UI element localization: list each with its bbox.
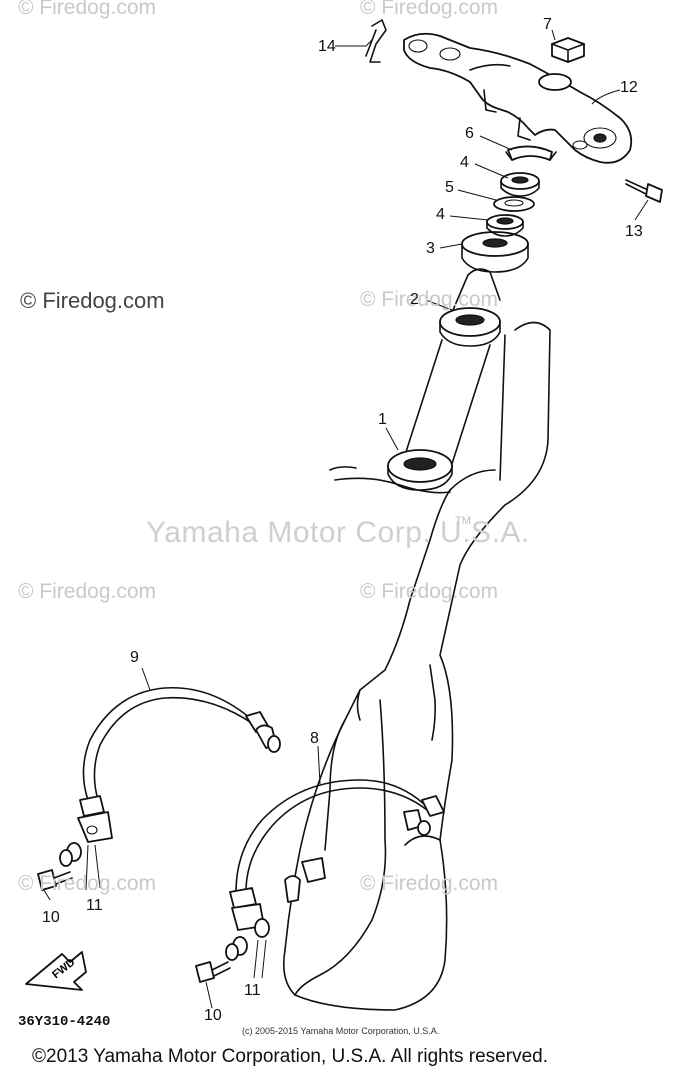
firedog-watermark: © Firedog.com	[360, 288, 499, 311]
dust-seal	[461, 231, 529, 273]
firedog-watermark: © Firedog.com	[360, 872, 499, 895]
hose-bolt-set-right	[195, 918, 270, 983]
clip	[365, 19, 387, 63]
lock-washer	[505, 145, 557, 161]
firedog-watermark: © Firedog.com	[20, 288, 165, 313]
firedog-watermark: © Firedog.com	[360, 580, 499, 603]
callout-5: 5	[445, 179, 454, 196]
upper-bearing	[439, 307, 501, 347]
callout-11-left: 11	[86, 897, 103, 914]
firedog-watermark: © Firedog.com	[18, 580, 157, 603]
diagram-code: 36Y310-4240	[18, 1014, 111, 1030]
leader-lines	[43, 29, 649, 1009]
firedog-watermark: © Firedog.com	[18, 0, 157, 19]
callout-2: 2	[410, 291, 419, 308]
ring-nut-upper	[500, 172, 540, 197]
callout-3: 3	[426, 240, 435, 257]
fwd-arrow-icon: FWD	[25, 951, 87, 991]
callout-6: 6	[465, 125, 474, 142]
firedog-watermark: © Firedog.com	[18, 872, 157, 895]
trademark-mark: TM	[455, 515, 471, 527]
callout-4-upper: 4	[460, 154, 469, 171]
pinch-bolt	[625, 179, 663, 203]
callout-8: 8	[310, 730, 319, 747]
callout-14: 14	[318, 38, 336, 55]
callout-10-left: 10	[42, 909, 60, 926]
brake-hose-lower	[229, 779, 445, 931]
firedog-watermark: © Firedog.com	[360, 0, 499, 19]
frame-outline	[282, 321, 551, 1011]
callout-7: 7	[543, 16, 552, 33]
callout-10-right: 10	[204, 1007, 222, 1024]
small-copyright: (c) 2005-2015 Yamaha Motor Corporation, …	[242, 1026, 440, 1036]
yamaha-watermark: Yamaha Motor Corp. U.S.A.	[146, 516, 530, 549]
callout-4-lower: 4	[436, 206, 445, 223]
callout-12: 12	[620, 79, 638, 96]
lower-bearing	[387, 449, 453, 491]
hose-bolt-set-left	[37, 842, 101, 891]
washer	[493, 196, 535, 212]
callout-11-right: 11	[244, 982, 261, 999]
callout-1: 1	[378, 411, 387, 428]
upper-bracket	[403, 32, 633, 164]
callout-13: 13	[625, 223, 643, 240]
brake-hose-upper	[77, 686, 281, 843]
ring-nut-lower	[486, 214, 524, 237]
callout-9: 9	[130, 649, 139, 666]
footer-copyright: ©2013 Yamaha Motor Corporation, U.S.A. A…	[32, 1046, 548, 1067]
stem-nut	[551, 37, 585, 63]
